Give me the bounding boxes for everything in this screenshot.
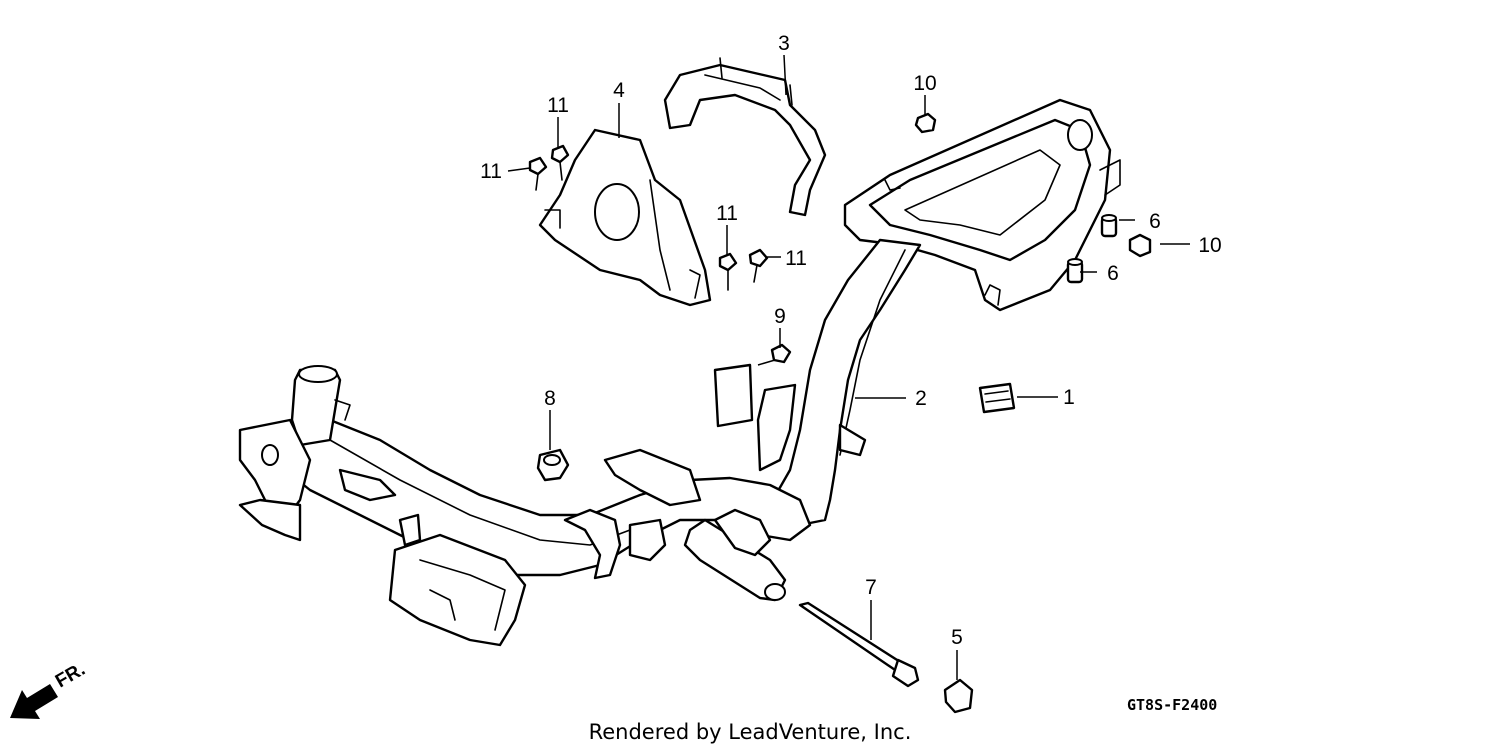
- callout-1: 1: [1063, 386, 1075, 409]
- diagram-code: GT8S-F2400: [1127, 696, 1217, 714]
- bolt-part-11-a[interactable]: [550, 144, 570, 181]
- callout-7: 7: [865, 576, 877, 599]
- callout-9: 9: [774, 305, 786, 328]
- callout-10-right: 10: [1198, 234, 1221, 257]
- callout-11-left: 11: [480, 160, 502, 183]
- callout-8: 8: [544, 387, 556, 410]
- callout-3: 3: [778, 32, 790, 55]
- callout-10-top: 10: [913, 72, 936, 95]
- grommet-part-8[interactable]: [536, 448, 570, 482]
- callout-11-top: 11: [547, 94, 569, 117]
- callout-6-lower: 6: [1107, 262, 1119, 285]
- bracket-part-3[interactable]: [663, 57, 827, 217]
- credit-text: Rendered by LeadVenture, Inc.: [589, 720, 912, 744]
- frame-body[interactable]: [238, 98, 1121, 647]
- bolt-part-7[interactable]: [798, 601, 920, 688]
- direction-label: FR.: [52, 659, 89, 692]
- nut-part-10-right[interactable]: [1128, 233, 1152, 258]
- nut-part-10-upper[interactable]: [914, 112, 937, 134]
- callout-11-right: 11: [785, 247, 807, 270]
- bolt-part-11-c[interactable]: [718, 252, 738, 291]
- callout-4: 4: [613, 79, 625, 102]
- callout-labels: 3 4 11 11 11 11 10 6 10 6 1 2 9 8 7 5: [480, 32, 1222, 649]
- arrow-down-left-icon: [10, 684, 58, 719]
- cap-part-5[interactable]: [943, 678, 974, 714]
- pad-part-1[interactable]: [978, 382, 1016, 414]
- callout-5: 5: [951, 626, 963, 649]
- collar-part-6-upper[interactable]: [1100, 214, 1118, 238]
- bolt-part-11-b[interactable]: [528, 156, 548, 191]
- callout-11-middle: 11: [716, 202, 738, 225]
- bolt-part-11-d[interactable]: [748, 248, 769, 283]
- callout-6-upper: 6: [1149, 210, 1161, 233]
- callout-2: 2: [915, 387, 927, 410]
- cover-part-4[interactable]: [538, 128, 712, 307]
- collar-part-6-lower[interactable]: [1066, 258, 1084, 284]
- leader-lines: [507, 54, 1190, 680]
- front-direction-indicator: FR.: [10, 659, 89, 719]
